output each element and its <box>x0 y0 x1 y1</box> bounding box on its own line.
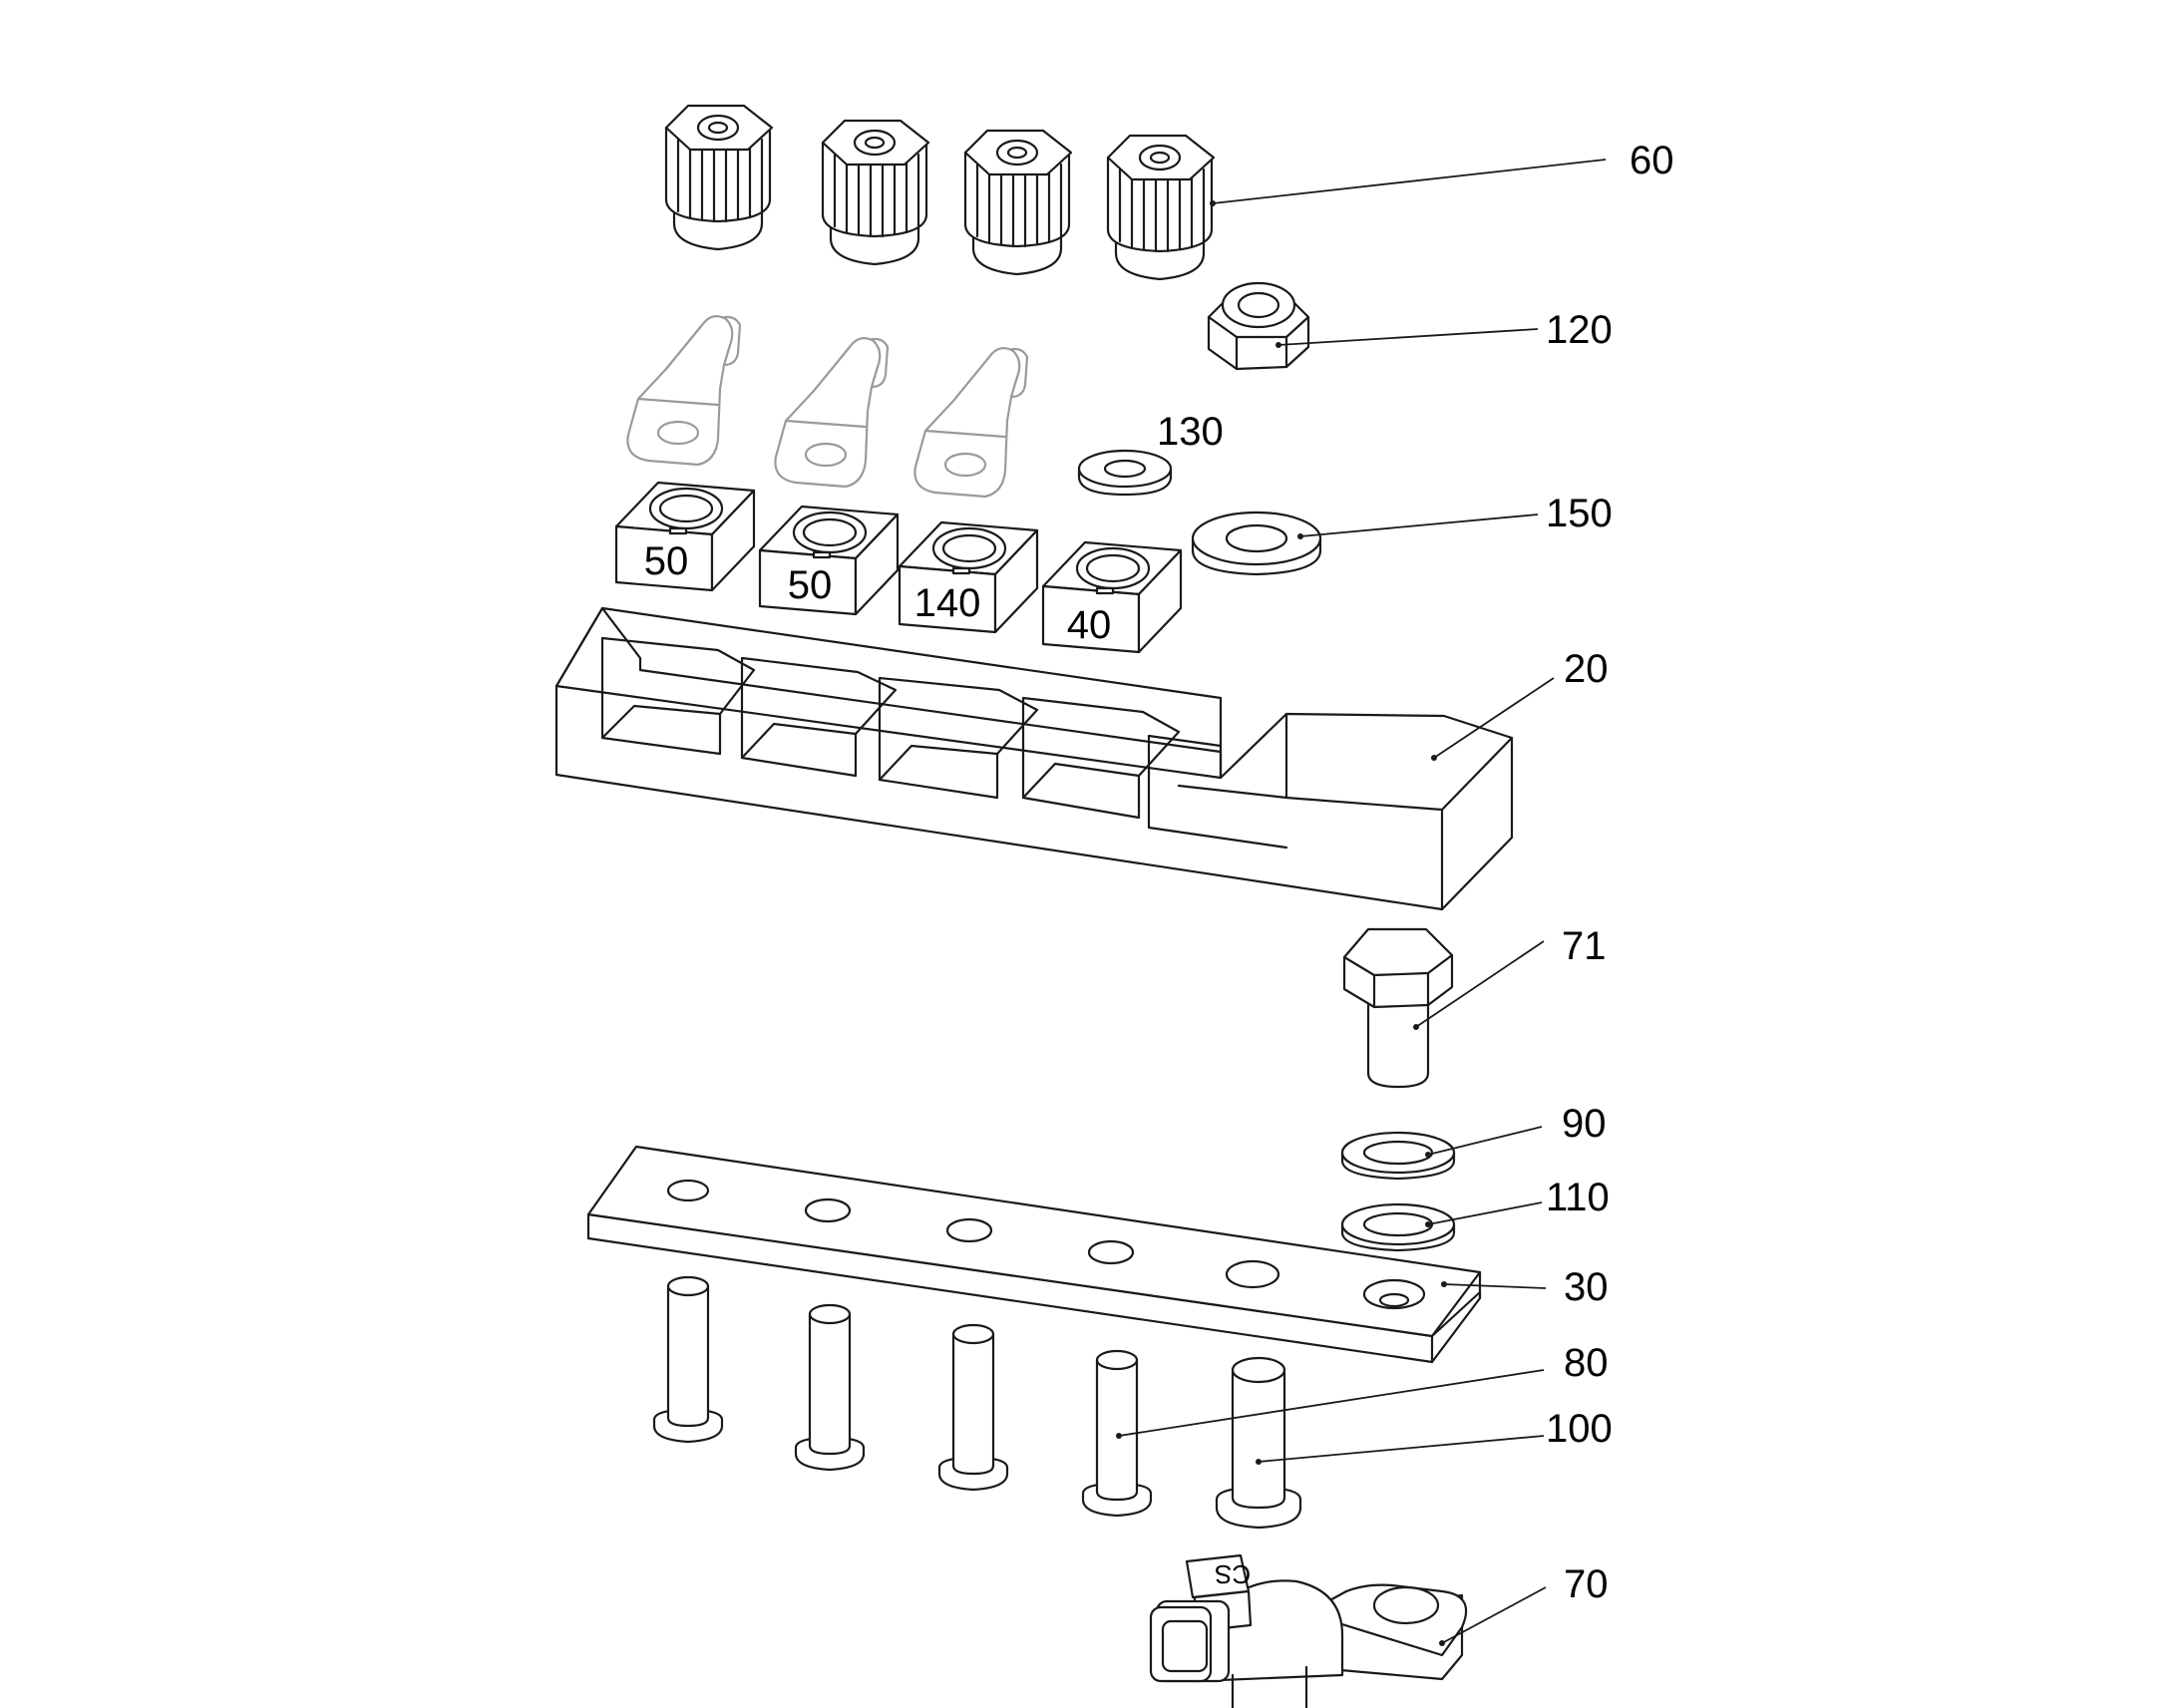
callout-110: 110 <box>1546 1176 1610 1219</box>
fuse-marking: 140 <box>914 581 981 625</box>
callout-labels: 60 120 130 150 20 71 90 110 30 80 100 70 <box>1157 139 1674 1606</box>
callout-130: 130 <box>1157 410 1224 454</box>
cable-lug <box>774 336 890 489</box>
fuse-block: 50 <box>614 481 756 592</box>
cable-lug <box>626 314 742 467</box>
hex-bolt <box>1342 927 1454 1089</box>
callout-90: 90 <box>1562 1102 1607 1146</box>
fuse-marking: 40 <box>1067 603 1112 647</box>
fuse-housing <box>554 606 1514 911</box>
fuse-block: 40 <box>1041 540 1183 654</box>
washer-small <box>1077 449 1173 497</box>
split-washer <box>1340 1202 1456 1252</box>
pin-large <box>1215 1356 1302 1530</box>
fuse-marking: 50 <box>644 539 689 583</box>
callout-100: 100 <box>1546 1407 1613 1451</box>
callout-71: 71 <box>1562 924 1607 968</box>
fuse-marking: 50 <box>788 563 833 607</box>
callout-70: 70 <box>1564 1562 1609 1606</box>
callout-120: 120 <box>1546 308 1613 352</box>
knurled-cap <box>963 129 1073 276</box>
split-washer <box>1340 1131 1456 1181</box>
knurled-cap-group <box>664 104 1216 281</box>
pin <box>652 1275 724 1444</box>
cable-lug-group <box>626 314 1029 499</box>
knurled-cap <box>821 119 930 266</box>
leader-lines <box>1116 159 1607 1646</box>
fuse-block-group: 50 50 140 40 <box>614 481 1183 654</box>
clamp-code-marking: CS <box>1215 1559 1251 1589</box>
pin <box>1081 1349 1153 1518</box>
fuse-block: 50 <box>758 505 900 616</box>
callout-60: 60 <box>1630 139 1674 182</box>
callout-150: 150 <box>1546 492 1613 535</box>
pin <box>937 1323 1009 1492</box>
knurled-cap <box>1106 134 1216 281</box>
lock-nut <box>1207 281 1310 371</box>
knurled-cap <box>664 104 774 251</box>
fuse-block: 140 <box>898 520 1039 634</box>
callout-20: 20 <box>1564 647 1609 691</box>
pin-group <box>652 1275 1302 1530</box>
cable-lug <box>913 346 1029 499</box>
callout-80: 80 <box>1564 1341 1609 1385</box>
battery-terminal-clamp: + CS <box>1149 1553 1468 1708</box>
pin <box>794 1303 866 1472</box>
callout-30: 30 <box>1564 1265 1609 1309</box>
busbar <box>586 1145 1482 1364</box>
washer-large <box>1191 511 1322 576</box>
